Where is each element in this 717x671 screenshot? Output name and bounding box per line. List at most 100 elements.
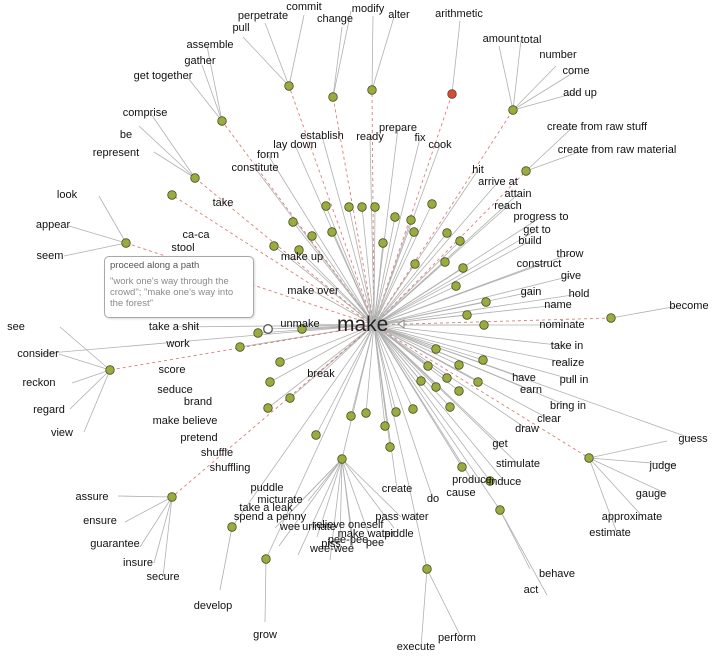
sense-node[interactable] bbox=[479, 320, 489, 330]
sense-node[interactable] bbox=[344, 202, 354, 212]
sense-node[interactable] bbox=[478, 355, 488, 365]
sense-node[interactable] bbox=[121, 238, 131, 248]
sense-node[interactable] bbox=[455, 236, 465, 246]
word-label[interactable]: consider bbox=[17, 348, 59, 360]
word-label[interactable]: fix bbox=[415, 132, 427, 144]
word-label[interactable]: execute bbox=[397, 641, 436, 653]
word-label[interactable]: make believe bbox=[153, 415, 218, 427]
center-word-label[interactable]: make bbox=[337, 313, 388, 336]
word-label[interactable]: puddle bbox=[250, 482, 283, 494]
sense-node[interactable] bbox=[105, 365, 115, 375]
sense-node[interactable] bbox=[269, 241, 279, 251]
sense-node[interactable] bbox=[288, 217, 298, 227]
sense-node[interactable] bbox=[406, 215, 416, 225]
word-label[interactable]: approximate bbox=[602, 511, 663, 523]
word-label[interactable]: establish bbox=[300, 130, 343, 142]
word-label[interactable]: judge bbox=[649, 460, 677, 472]
sense-node[interactable] bbox=[346, 411, 356, 421]
word-label[interactable]: make water bbox=[338, 528, 395, 540]
word-label[interactable]: progress to bbox=[513, 211, 568, 223]
word-label[interactable]: pee-pee bbox=[328, 534, 368, 546]
word-label[interactable]: perpetrate bbox=[238, 10, 288, 22]
sense-node[interactable] bbox=[440, 257, 450, 267]
sense-node[interactable] bbox=[458, 263, 468, 273]
word-label[interactable]: cook bbox=[428, 139, 452, 151]
word-label[interactable]: change bbox=[317, 13, 353, 25]
sense-node[interactable] bbox=[357, 202, 367, 212]
word-label[interactable]: pass water bbox=[375, 511, 429, 523]
sense-node[interactable] bbox=[409, 227, 419, 237]
word-label[interactable]: assure bbox=[75, 491, 108, 503]
sense-node[interactable] bbox=[261, 554, 271, 564]
sense-node[interactable] bbox=[367, 85, 377, 95]
word-label[interactable]: hold bbox=[569, 288, 590, 300]
word-label[interactable]: get to bbox=[523, 224, 551, 236]
word-label[interactable]: view bbox=[51, 427, 73, 439]
sense-node[interactable] bbox=[431, 382, 441, 392]
sense-node[interactable] bbox=[370, 202, 380, 212]
word-label[interactable]: seem bbox=[37, 250, 64, 262]
word-label[interactable]: amount bbox=[483, 33, 520, 45]
word-label[interactable]: clear bbox=[537, 413, 561, 425]
sense-node[interactable] bbox=[416, 376, 426, 386]
word-label[interactable]: regard bbox=[33, 404, 65, 416]
sense-node[interactable] bbox=[275, 357, 285, 367]
word-label[interactable]: grow bbox=[253, 629, 277, 641]
word-label[interactable]: take bbox=[213, 197, 234, 209]
word-label[interactable]: stimulate bbox=[496, 458, 540, 470]
word-label[interactable]: guess bbox=[678, 433, 708, 445]
sense-node[interactable] bbox=[427, 199, 437, 209]
word-label[interactable]: micturate bbox=[257, 494, 302, 506]
word-label[interactable]: piss bbox=[321, 538, 341, 550]
sense-node[interactable] bbox=[285, 393, 295, 403]
word-label[interactable]: ca-ca bbox=[183, 229, 211, 241]
word-label[interactable]: produce bbox=[452, 474, 492, 486]
sense-node[interactable] bbox=[454, 386, 464, 396]
sense-node[interactable] bbox=[462, 310, 472, 320]
sense-node[interactable] bbox=[521, 166, 531, 176]
word-label[interactable]: get together bbox=[134, 70, 193, 82]
word-label[interactable]: seduce bbox=[157, 384, 192, 396]
sense-node[interactable] bbox=[263, 403, 273, 413]
sense-node[interactable] bbox=[265, 377, 275, 387]
word-label[interactable]: have bbox=[512, 372, 536, 384]
sense-node[interactable] bbox=[190, 173, 200, 183]
word-label[interactable]: arithmetic bbox=[435, 8, 483, 20]
word-label[interactable]: attain bbox=[505, 188, 532, 200]
word-label[interactable]: name bbox=[544, 299, 572, 311]
sense-node[interactable] bbox=[454, 360, 464, 370]
word-label[interactable]: gauge bbox=[636, 488, 667, 500]
word-label[interactable]: comprise bbox=[123, 107, 168, 119]
word-label[interactable]: secure bbox=[146, 571, 179, 583]
sense-node[interactable] bbox=[294, 245, 304, 255]
word-label[interactable]: develop bbox=[194, 600, 233, 612]
word-label[interactable]: reckon bbox=[22, 377, 55, 389]
word-label[interactable]: total bbox=[521, 34, 542, 46]
word-label[interactable]: perform bbox=[438, 632, 476, 644]
word-label[interactable]: induce bbox=[489, 476, 521, 488]
word-label[interactable]: throw bbox=[557, 248, 584, 260]
word-label[interactable]: number bbox=[539, 49, 577, 61]
word-label[interactable]: represent bbox=[93, 147, 139, 159]
word-label[interactable]: look bbox=[57, 189, 78, 201]
word-label[interactable]: wee-wee bbox=[309, 543, 354, 555]
sense-node[interactable] bbox=[253, 328, 263, 338]
word-label[interactable]: come bbox=[563, 65, 590, 77]
word-label[interactable]: pull bbox=[232, 22, 249, 34]
sense-node-highlighted[interactable] bbox=[447, 89, 457, 99]
word-label[interactable]: shuffling bbox=[210, 462, 251, 474]
word-label[interactable]: guarantee bbox=[90, 538, 140, 550]
sense-node[interactable] bbox=[235, 342, 245, 352]
word-label[interactable]: make over bbox=[287, 285, 339, 297]
word-label[interactable]: create bbox=[382, 483, 413, 495]
word-label[interactable]: bring in bbox=[550, 400, 586, 412]
sense-node[interactable] bbox=[167, 492, 177, 502]
word-label[interactable]: work bbox=[165, 338, 190, 350]
sense-node[interactable] bbox=[451, 281, 461, 291]
sense-node[interactable] bbox=[606, 313, 616, 323]
word-label[interactable]: be bbox=[120, 129, 132, 141]
sense-node[interactable] bbox=[442, 228, 452, 238]
sense-node[interactable] bbox=[337, 454, 347, 464]
word-label[interactable]: pee bbox=[366, 537, 384, 549]
sense-node[interactable] bbox=[297, 324, 307, 334]
